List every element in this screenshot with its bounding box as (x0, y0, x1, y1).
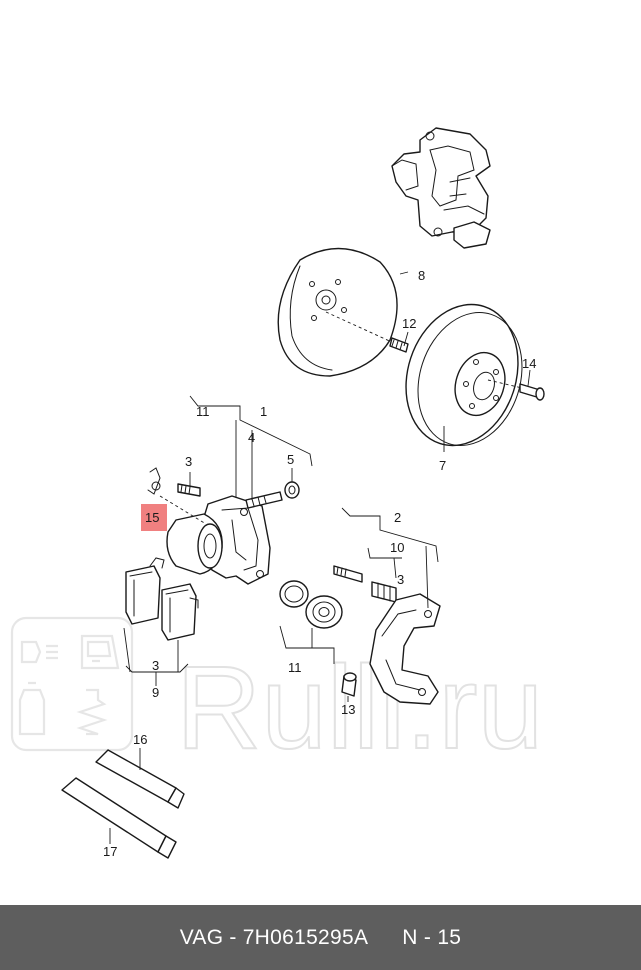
bolt-3-top (177, 483, 201, 497)
grease-tube-17 (61, 777, 177, 859)
callout-3-top: 3 (185, 454, 192, 469)
grease-tube-16 (95, 749, 185, 809)
part-info-text: VAG-7H0615295A N - 15 (180, 926, 462, 950)
brake-pad-right (161, 583, 199, 641)
brake-caliper-top (391, 127, 491, 249)
callout-3-bottom: 3 (152, 658, 159, 673)
watermark: Rulli.ru (10, 616, 544, 775)
car-door-icon (80, 634, 120, 670)
headlight-icon (20, 640, 58, 664)
seal-ring (279, 580, 309, 608)
callout-7: 7 (439, 458, 446, 473)
oil-bottle-icon (18, 681, 46, 736)
callout-13: 13 (341, 702, 355, 717)
callout-5: 5 (287, 452, 294, 467)
guide-bush-10 (371, 581, 397, 603)
bolt-13 (341, 672, 357, 697)
caliper-bracket (369, 593, 441, 705)
screw-14 (519, 383, 545, 401)
callout-16: 16 (133, 732, 147, 747)
callout-12: 12 (402, 316, 416, 331)
watermark-frame (10, 616, 134, 752)
callout-11-top: 11 (196, 404, 210, 419)
brake-pad-left (125, 557, 165, 625)
splash-shield (277, 247, 398, 377)
callout-8: 8 (418, 268, 425, 283)
callout-11-bottom: 11 (288, 660, 302, 675)
cap-5 (284, 481, 300, 499)
callout-lines (109, 271, 531, 844)
diagram-position-label: N - 15 (402, 925, 462, 949)
wheel-bearing (305, 595, 343, 629)
callout-15: 15 (145, 510, 159, 525)
callout-17: 17 (103, 844, 117, 859)
callout-9: 9 (152, 685, 159, 700)
callout-numbers: 1 11 4 5 3 15 8 12 14 7 2 10 3 11 13 3 9… (103, 268, 536, 859)
callout-4: 4 (248, 430, 255, 445)
brand-label: VAG (179, 925, 224, 949)
guide-pin-4 (245, 491, 283, 509)
watermark-text: Rulli.ru (176, 642, 543, 774)
highlight-box (141, 504, 167, 531)
spring-clip-15 (147, 467, 161, 495)
callout-3-right: 3 (397, 572, 404, 587)
callout-1: 1 (260, 404, 267, 419)
part-number-label: 7H0615295A (242, 925, 369, 949)
separator-label: - (229, 925, 237, 949)
brake-disc (405, 303, 523, 447)
callout-10: 10 (390, 540, 404, 555)
part-info-footer: VAG-7H0615295A N - 15 (0, 905, 641, 970)
watermark-logo (10, 616, 134, 752)
bolt-12 (389, 337, 409, 353)
bolt-3-right (333, 565, 363, 583)
callout-14: 14 (522, 356, 536, 371)
brake-assembly-diagram: Rulli.ru (10, 127, 545, 859)
callout-2: 2 (394, 510, 401, 525)
shock-absorber-icon (76, 688, 108, 736)
brake-piston (166, 513, 223, 575)
